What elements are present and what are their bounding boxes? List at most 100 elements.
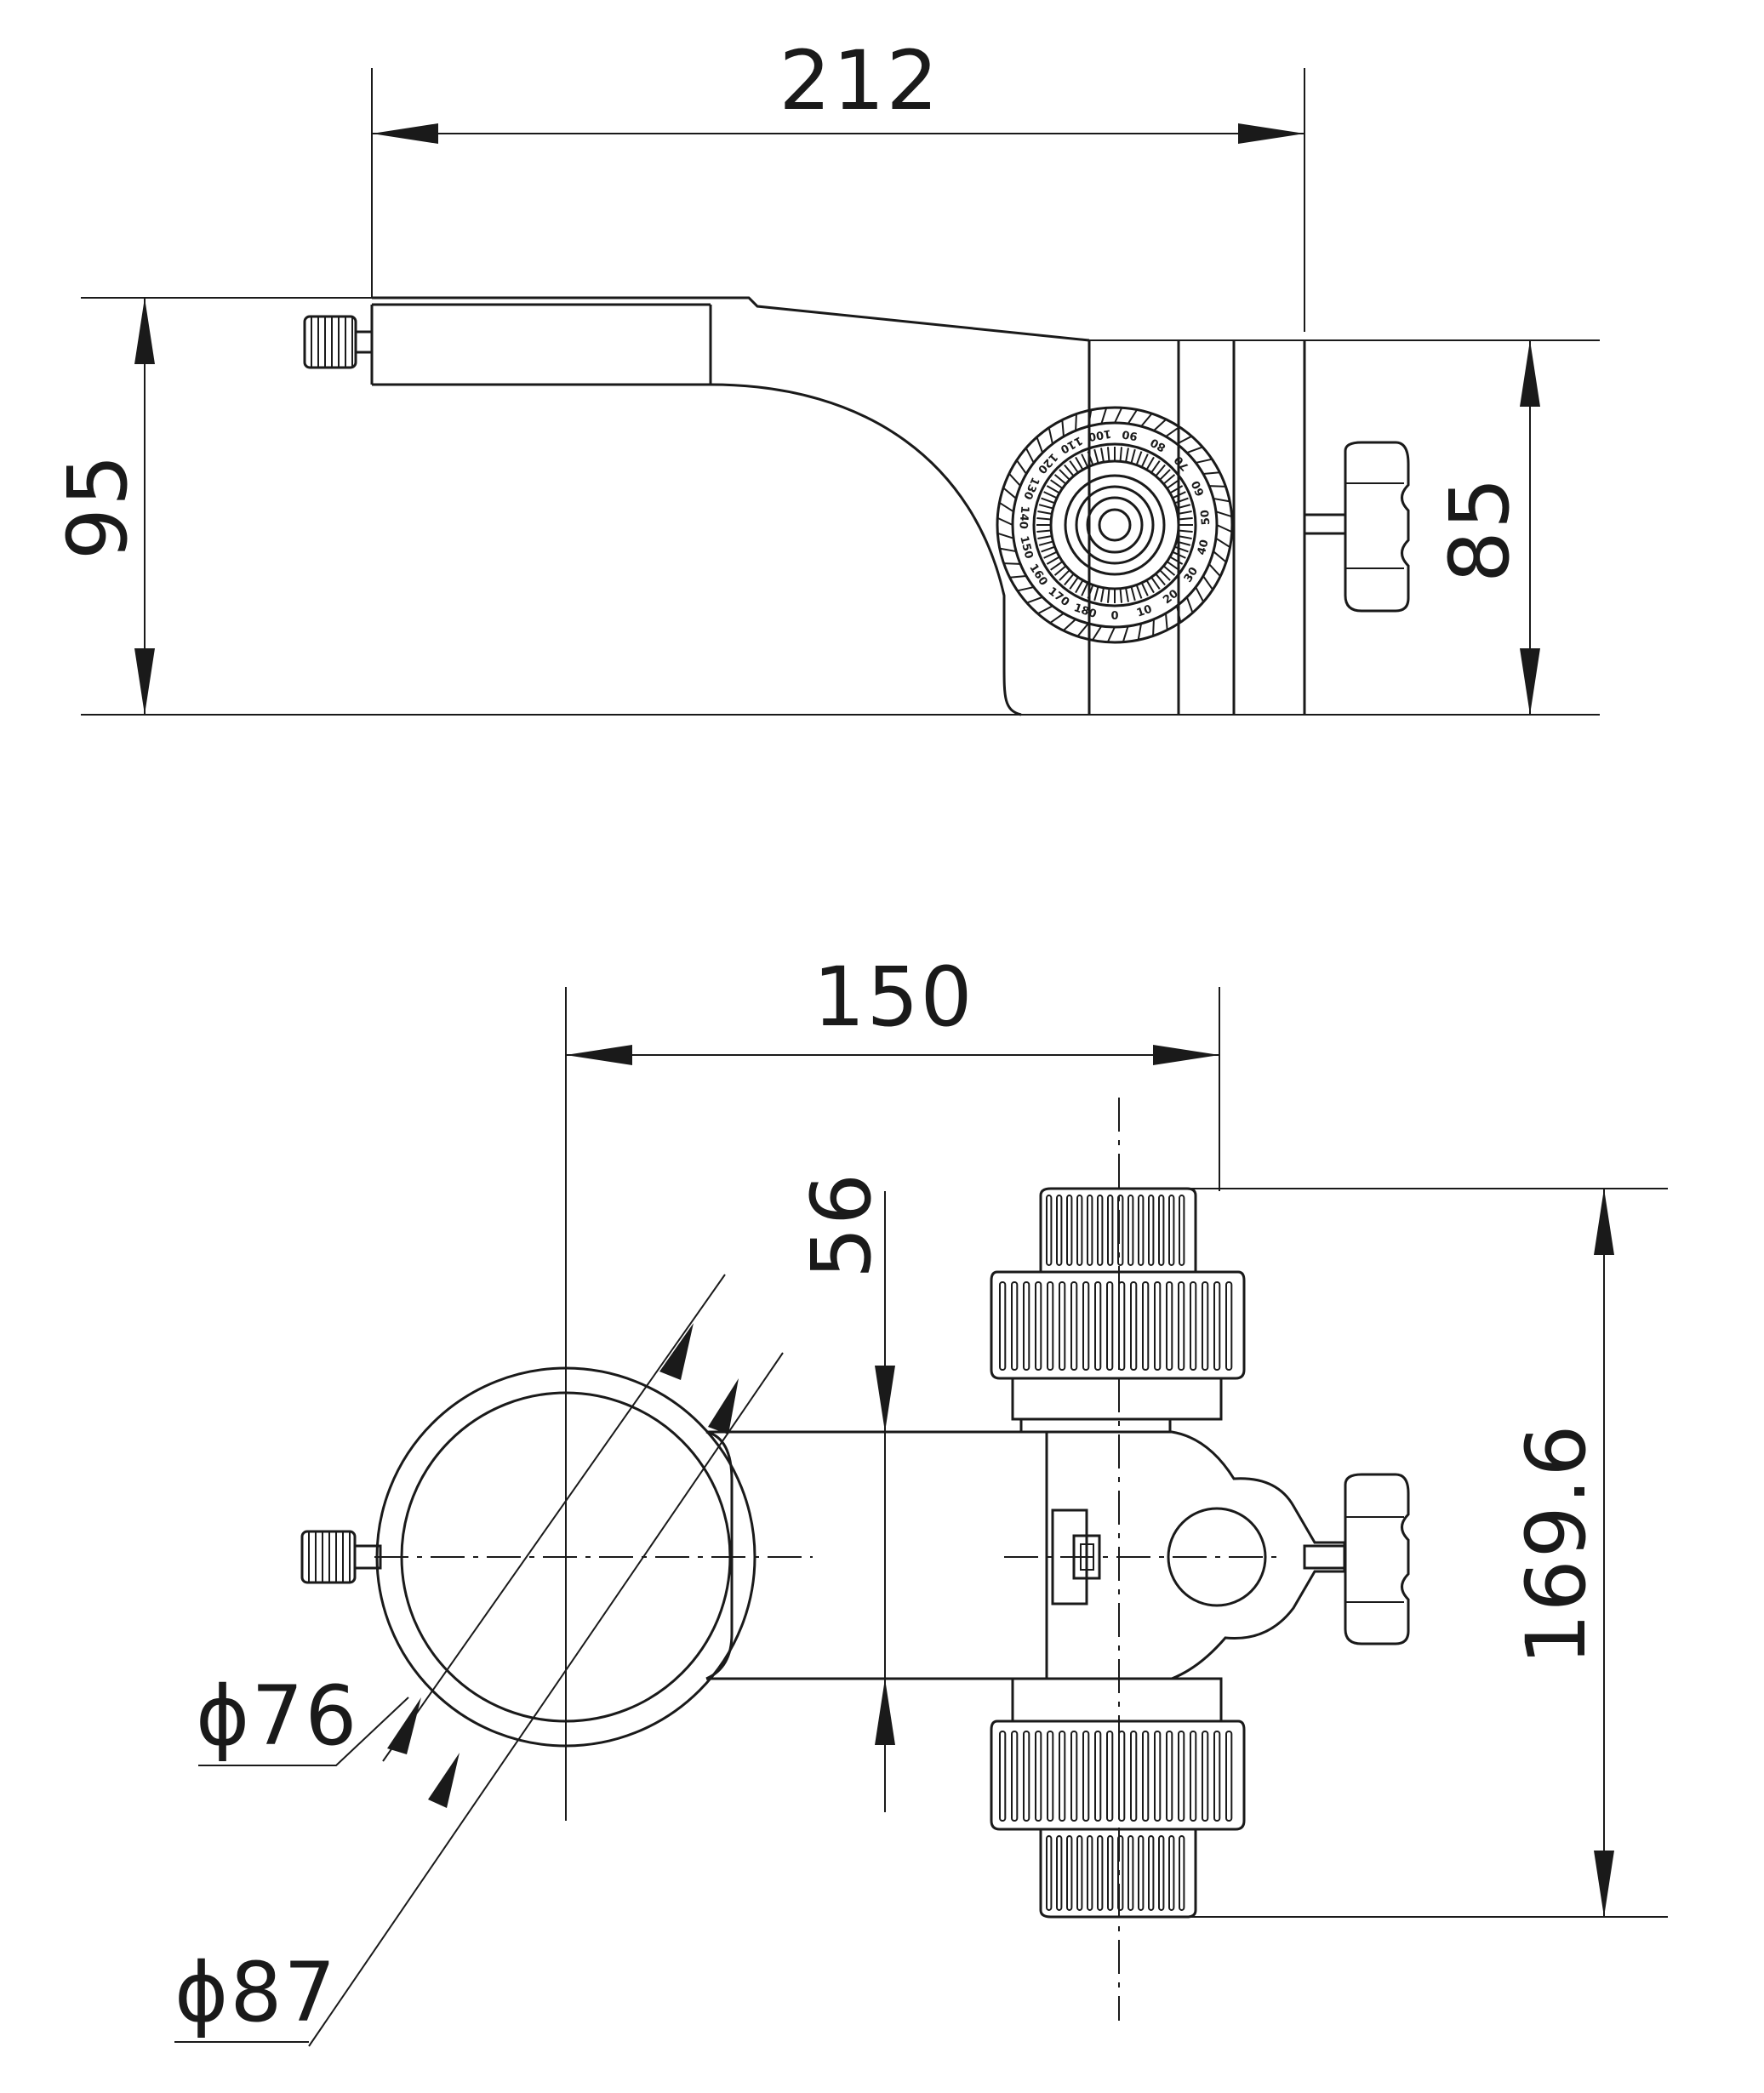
thumb-screw-shank [354,330,374,354]
knurl-stripe [1094,1731,1102,1822]
knurl-stripe [1142,1281,1150,1371]
dial-knurl-mark [999,547,1017,553]
dial-tick [1162,565,1176,576]
knurl-stripe [1066,1835,1073,1911]
knurl-stripe [1117,1835,1124,1911]
knurl-stripe [1059,1731,1066,1822]
dial-label: 100 [1088,426,1112,442]
dial-knurl-mark [1017,586,1035,592]
dial-tick [1093,586,1099,602]
dial-tick [1081,582,1089,596]
dial-knurl-mark [1061,419,1065,437]
focus-knob-top [990,1187,1246,1434]
dial-label: 10 [1135,603,1154,620]
knurl-stripe [1190,1281,1197,1371]
dial-tick [1038,540,1053,546]
dial-tick [1119,447,1123,462]
clip-tab [1072,1534,1101,1580]
dial-knurl-mark [1165,613,1168,630]
dial-tick [1059,569,1070,581]
arm-outline [706,1430,1346,1680]
arrowhead [708,1378,739,1434]
focus-knob-bottom [990,1677,1246,1919]
dial-knurl-mark [1152,619,1155,636]
dial-tick [1145,579,1155,594]
dial-tick [1125,448,1129,463]
dial-tick [1155,573,1166,586]
dial-knurl-mark [1100,408,1108,425]
knurl-stripe [1011,1731,1019,1822]
dial-tick [1069,460,1079,474]
dial-knurl-mark [1009,575,1027,579]
dial-knurl-mark [1002,487,1017,499]
dial-knurl-mark [1176,605,1182,623]
knurl-stripe [1076,1835,1083,1911]
dial-label: 90 [1122,427,1139,442]
dial-knurl-mark [1076,623,1089,637]
dial-label: 140 [1016,505,1030,529]
dial-knurl-mark [1208,563,1221,578]
dial-knurl-mark [1185,596,1194,613]
dial-tick [1119,588,1123,603]
arm-curve [710,383,1022,716]
arm-collar [705,1430,734,1680]
dial-knurl-mark [1049,613,1065,624]
knurl-stripe [1106,1281,1114,1371]
arrowhead [875,1679,895,1745]
dial-knurl-mark [1048,427,1053,445]
knurl-stripe [1138,1195,1145,1266]
dial-tick [1053,565,1067,576]
dial-tick [1043,550,1058,559]
knurl-stripe [1097,1835,1104,1911]
knurl-stripe [1097,1195,1104,1266]
dial-tick [1174,497,1189,505]
dial-knurl-mark [1087,409,1093,427]
knurl-stripe [1202,1731,1209,1822]
knurl-stripe [1154,1281,1162,1371]
knurl-stripe [1166,1731,1173,1822]
knurl-stripe [1046,1835,1053,1911]
knurl-stripe [1070,1281,1078,1371]
knurl-stripe [1046,1195,1053,1266]
arrowhead [1238,123,1304,144]
knurl-stripe [1056,1195,1063,1266]
dia-76-leader-tail [198,1697,409,1766]
side-view: 212 95 85 [50,33,1600,716]
locking-knob [1303,441,1410,613]
dial-knurl-mark [1215,537,1231,549]
knurl-stripe [1066,1195,1073,1266]
knurl-stripe [1076,1195,1083,1266]
knurl-stripe [1087,1195,1093,1266]
dial-tick [1053,474,1067,485]
arrowhead [134,298,155,364]
dial-tick [1172,491,1186,499]
dial-label: 40 [1196,539,1212,556]
knurl-stripe [1168,1835,1175,1911]
arrowhead [1520,340,1540,407]
knurl-stripe [1225,1281,1233,1371]
arrowhead [134,648,155,715]
knurl-stripe [1213,1731,1221,1822]
dial-label: 150 [1017,534,1035,560]
dial-knurl-mark [996,516,1013,526]
dial-label: 80 [1149,436,1168,454]
dia-87-leader [308,1352,784,2047]
knurl-stripe [1127,1195,1134,1266]
dial-tick [1130,586,1136,602]
knurl-stripe [1023,1281,1030,1371]
dial-tick [1169,556,1184,565]
dial-tick [1041,497,1055,505]
knurl-stripe [1118,1731,1126,1822]
knurl-stripe [1148,1195,1155,1266]
dial-tick [1125,587,1129,602]
dial-tick [1100,448,1105,463]
dial-tick [1064,464,1075,477]
dial-tick [1159,469,1171,481]
knurl-stripe [1056,1835,1063,1911]
dial-tick [1081,453,1089,468]
dial-tick [1075,579,1084,594]
dial-knurl-mark [1091,625,1103,642]
dial-tick [1043,491,1058,499]
